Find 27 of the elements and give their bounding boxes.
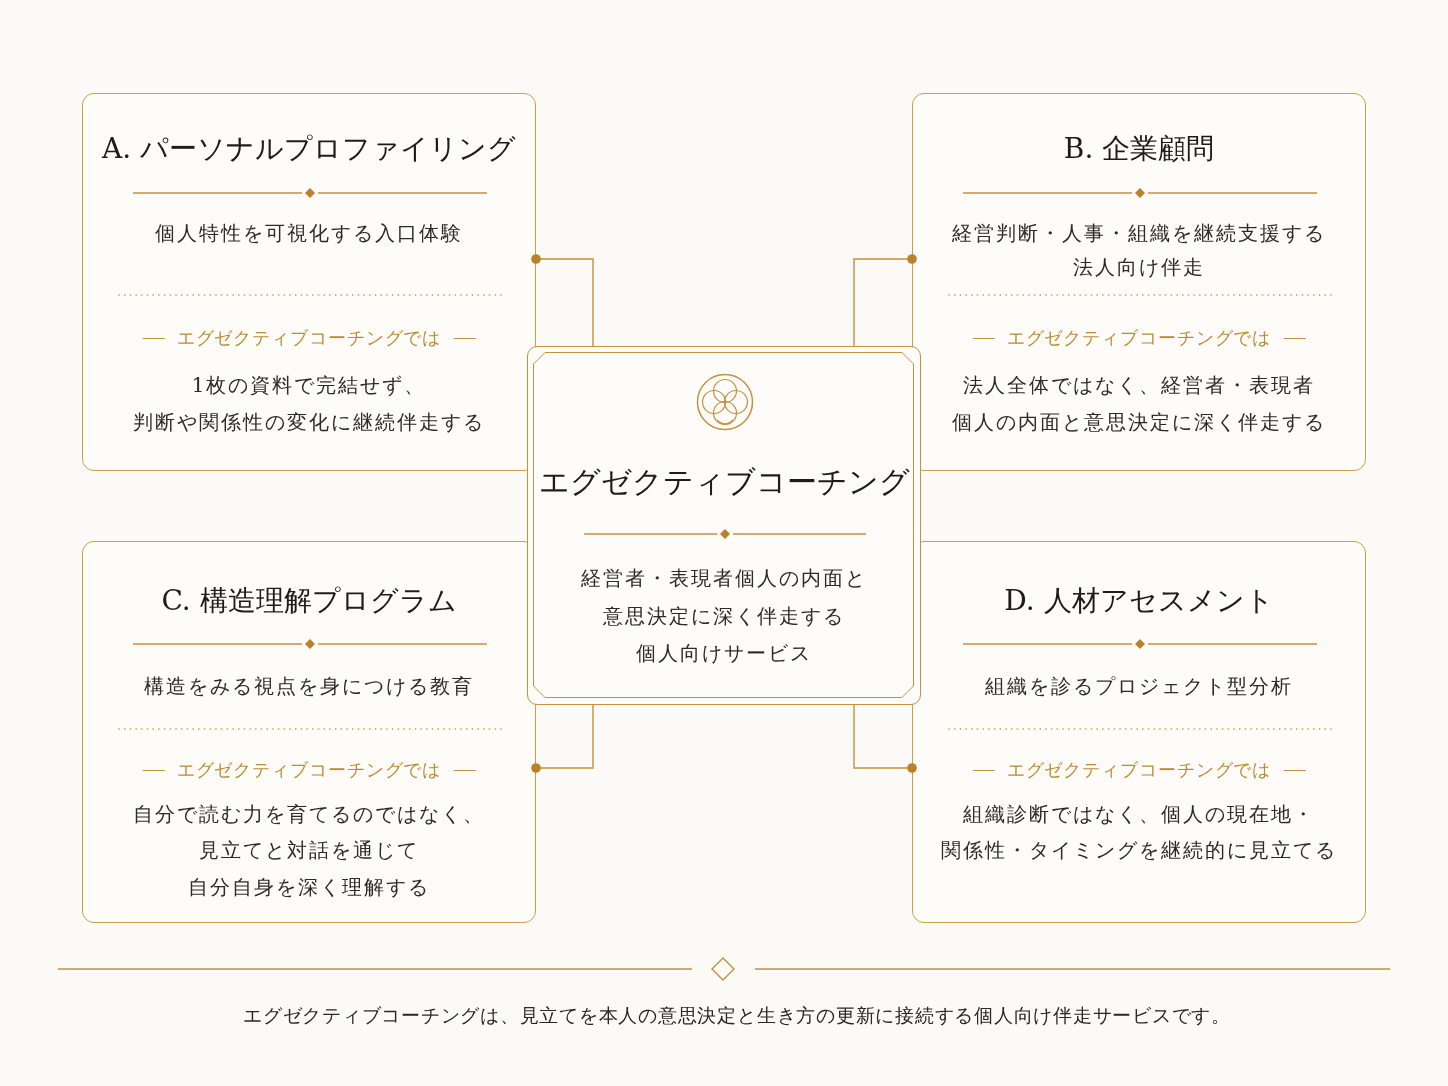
connector-line bbox=[853, 704, 917, 773]
card-title: B. 企業顧問 bbox=[1063, 131, 1215, 167]
section-label: エグゼクティブコーチングでは bbox=[1006, 758, 1272, 782]
service-card bbox=[912, 541, 1366, 923]
connector-line bbox=[531, 254, 594, 347]
service-card bbox=[912, 93, 1366, 471]
card-subtitle: 組織を診るプロジェクト型分析 bbox=[985, 673, 1293, 700]
card-title: C. 構造理解プログラム bbox=[161, 583, 457, 619]
service-card bbox=[82, 93, 536, 471]
connector-line bbox=[853, 254, 917, 347]
card-subtitle: 経営判断・人事・組織を継続支援する法人向け伴走 bbox=[952, 220, 1326, 281]
card-title: A. パーソナルプロファイリング bbox=[102, 131, 516, 167]
card-description: 自分で読む力を育てるのではなく、見立てと対話を通じて自分自身を深く理解する bbox=[133, 800, 485, 901]
card-description: 法人全体ではなく、経営者・表現者個人の内面と意思決定に深く伴走する bbox=[952, 371, 1326, 436]
card-description: 組織診断ではなく、個人の現在地・関係性・タイミングを継続的に見立てる bbox=[941, 800, 1337, 865]
panel-description: 経営者・表現者個人の内面と意思決定に深く伴走する個人向けサービス bbox=[581, 565, 867, 668]
card-subtitle: 構造をみる視点を身につける教育 bbox=[144, 673, 474, 700]
caption-text: エグゼクティブコーチングは、見立てを本人の意思決定と生き方の更新に接続する個人向け伴走サービスです。 bbox=[243, 1003, 1231, 1028]
service-card bbox=[82, 541, 536, 923]
section-label: エグゼクティブコーチングでは bbox=[176, 758, 442, 782]
card-subtitle: 個人特性を可視化する入口体験 bbox=[155, 220, 463, 247]
section-label: エグゼクティブコーチングでは bbox=[176, 326, 442, 350]
section-label: エグゼクティブコーチングでは bbox=[1006, 326, 1272, 350]
card-title: D. 人材アセスメント bbox=[1004, 583, 1274, 619]
connector-line bbox=[531, 704, 594, 773]
panel-title: エグゼクティブコーチング bbox=[538, 463, 910, 501]
card-description: 1枚の資料で完結せず、判断や関係性の変化に継続伴走する bbox=[133, 371, 485, 436]
